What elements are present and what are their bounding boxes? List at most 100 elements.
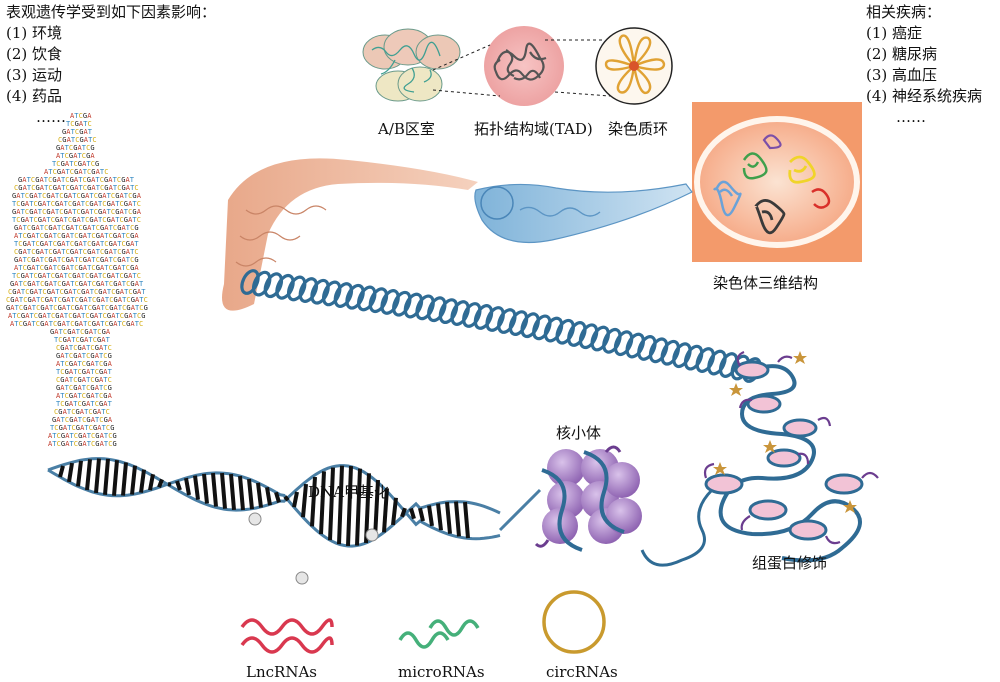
sequence-glyph: C	[92, 136, 96, 144]
sequence-glyph: A	[25, 200, 30, 208]
sequence-glyph: C	[74, 160, 78, 168]
sequence-glyph: C	[36, 320, 40, 328]
sequence-glyph: C	[70, 240, 74, 248]
sequence-glyph: T	[71, 336, 76, 344]
sequence-glyph: T	[87, 432, 92, 440]
base-pair	[283, 495, 290, 502]
base-pair	[328, 467, 335, 541]
sequence-glyph: C	[68, 200, 72, 208]
sequence-glyph: A	[111, 312, 116, 320]
sequence-glyph: C	[58, 136, 62, 144]
sequence-glyph: C	[120, 272, 124, 280]
sequence-glyph: A	[74, 184, 79, 192]
sequence-glyph: T	[115, 216, 120, 224]
sequence-glyph: T	[23, 224, 28, 232]
sequence-glyph: T	[116, 312, 121, 320]
sequence-glyph: A	[67, 336, 72, 344]
sequence-glyph: C	[51, 200, 55, 208]
sequence-glyph: C	[137, 200, 141, 208]
sequence-glyph: A	[34, 192, 39, 200]
sequence-glyph: G	[44, 264, 48, 272]
sequence-glyph: C	[137, 216, 141, 224]
sequence-glyph: G	[61, 232, 65, 240]
fiber-coil	[310, 278, 330, 305]
sequence-glyph: G	[99, 368, 103, 376]
sequence-glyph: T	[130, 184, 135, 192]
sequence-glyph: A	[103, 368, 108, 376]
sequence-glyph: A	[40, 184, 45, 192]
sequence-glyph: A	[90, 392, 95, 400]
sequence-glyph: A	[120, 288, 125, 296]
sequence-glyph: A	[51, 288, 56, 296]
sequence-glyph: G	[61, 432, 65, 440]
methyl-group	[365, 528, 379, 542]
sequence-glyph: T	[67, 408, 72, 416]
sequence-glyph: T	[21, 288, 26, 296]
base-pair	[112, 459, 119, 496]
base-pair	[436, 503, 443, 531]
sequence-glyph: T	[83, 168, 88, 176]
sequence-glyph: A	[97, 424, 102, 432]
sequence-glyph: C	[65, 176, 69, 184]
sequence-glyph: G	[98, 192, 102, 200]
sequence-glyph: T	[72, 192, 77, 200]
sequence-glyph: T	[107, 208, 112, 216]
sequence-glyph: T	[69, 344, 74, 352]
sequence-glyph: C	[76, 336, 80, 344]
sequence-glyph: T	[106, 336, 111, 344]
sequence-glyph: G	[46, 208, 50, 216]
sequence-glyph: A	[120, 208, 125, 216]
sequence-glyph: C	[23, 280, 27, 288]
sequence-glyph: C	[106, 424, 110, 432]
sequence-glyph: C	[90, 344, 94, 352]
sequence-glyph: C	[122, 320, 126, 328]
sequence-glyph: C	[87, 240, 91, 248]
sequence-glyph: A	[91, 184, 96, 192]
sequence-glyph: C	[73, 376, 77, 384]
sequence-glyph: T	[113, 184, 118, 192]
sequence-glyph: C	[53, 168, 57, 176]
sequence-glyph: T	[40, 256, 45, 264]
sequence-glyph: C	[14, 248, 18, 256]
sequence-glyph: G	[29, 192, 33, 200]
icon-connectors	[432, 39, 611, 97]
base-pair	[382, 488, 389, 533]
sequence-glyph: G	[6, 304, 10, 312]
sequence-glyph: T	[59, 328, 64, 336]
sequence-glyph: C	[126, 280, 130, 288]
sequence-glyph: T	[48, 168, 53, 176]
sequence-glyph: A	[96, 304, 101, 312]
sequence-glyph: C	[19, 304, 23, 312]
sequence-glyph: G	[107, 312, 111, 320]
sequence-glyph: C	[77, 288, 81, 296]
sequence-glyph: G	[115, 208, 119, 216]
sequence-glyph: G	[87, 176, 91, 184]
sequence-glyph: G	[52, 416, 56, 424]
sequence-glyph: A	[25, 272, 30, 280]
ab-compartment-label: A/B区室	[378, 120, 435, 138]
sequence-glyph: C	[40, 280, 44, 288]
sequence-glyph: C	[130, 256, 134, 264]
sequence-glyph: G	[70, 176, 74, 184]
sequence-glyph: T	[96, 184, 101, 192]
sequence-glyph: T	[70, 264, 75, 272]
sequence-glyph: A	[82, 160, 87, 168]
sequence-glyph: C	[60, 400, 64, 408]
sequence-glyph: G	[90, 144, 94, 152]
sequence-glyph: C	[108, 432, 112, 440]
circrna-label: circRNAs	[546, 663, 618, 681]
sequence-glyph: A	[65, 432, 70, 440]
sequence-glyph: A	[25, 312, 30, 320]
sequence-glyph: C	[111, 208, 115, 216]
sequence-glyph: G	[23, 240, 27, 248]
sequence-glyph: T	[53, 280, 58, 288]
sequence-glyph: C	[31, 176, 35, 184]
sequence-glyph: T	[56, 368, 61, 376]
sequence-glyph: G	[56, 144, 60, 152]
base-pair	[310, 476, 317, 527]
base-pair	[292, 491, 299, 508]
sequence-glyph: A	[108, 416, 113, 424]
sequence-glyph: A	[65, 440, 70, 448]
sequence-glyph: C	[65, 392, 69, 400]
sequence-glyph: A	[31, 232, 36, 240]
